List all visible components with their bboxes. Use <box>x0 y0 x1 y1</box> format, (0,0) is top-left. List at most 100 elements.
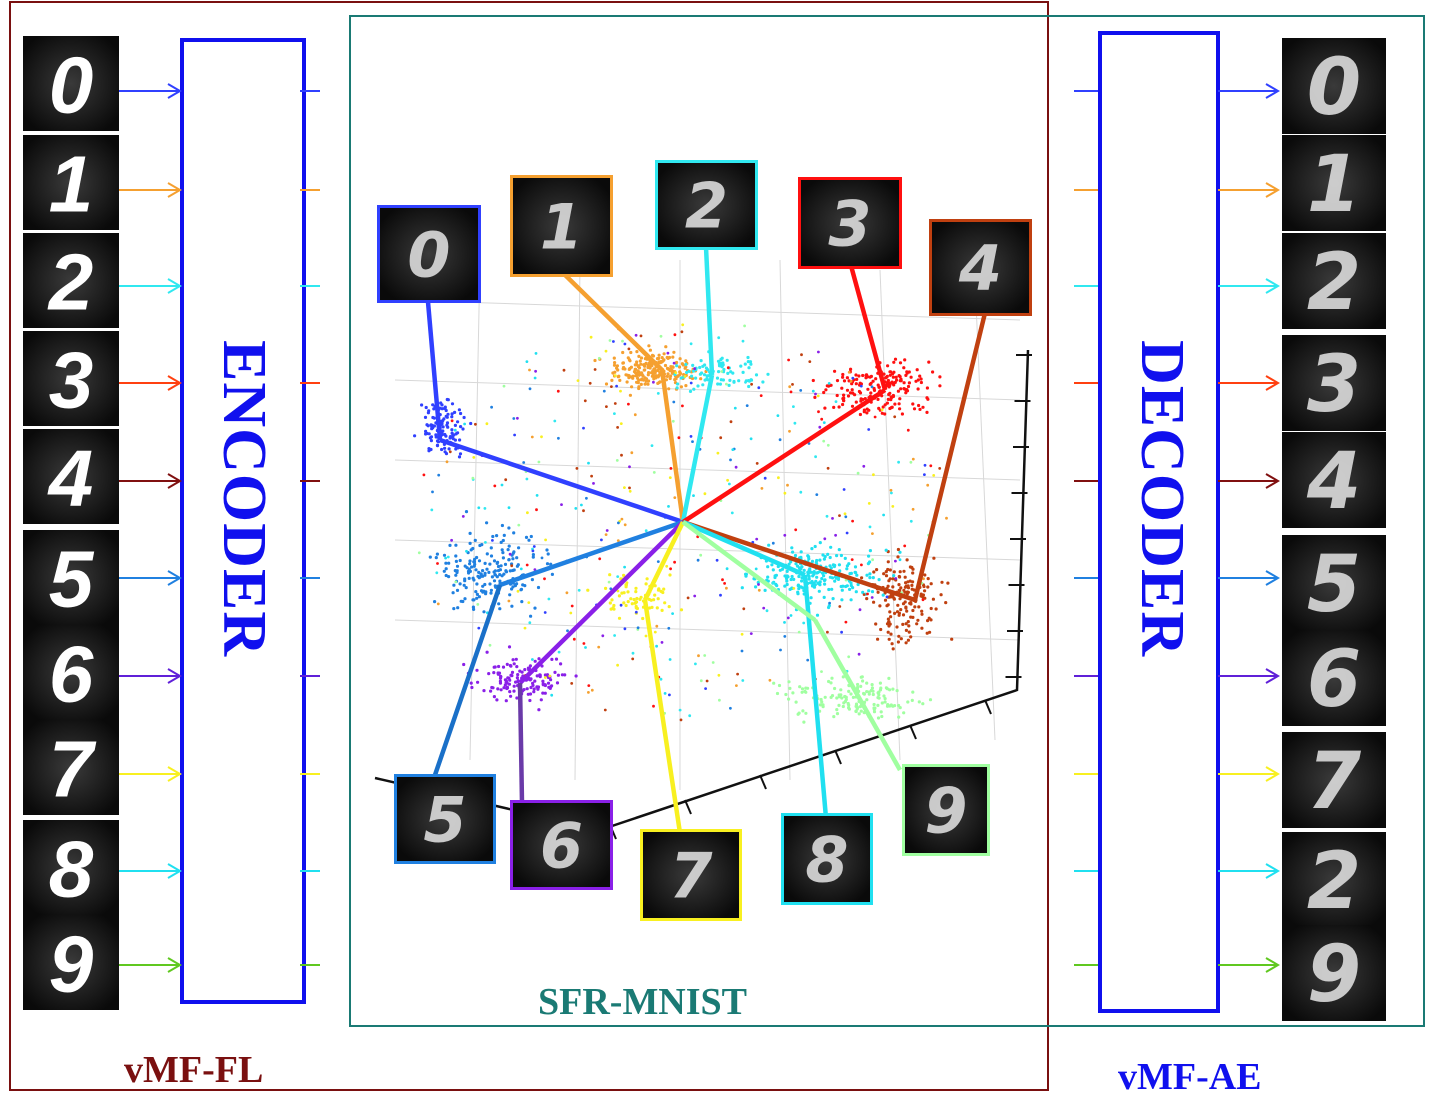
scatter-point-1 <box>627 376 631 380</box>
scatter-point-sparse <box>783 533 787 537</box>
input-digit-3-glyph: 3 <box>49 335 94 424</box>
scatter-point-4 <box>896 603 900 607</box>
scatter-point-sparse <box>665 564 669 568</box>
scatter-point-8 <box>841 584 845 588</box>
scatter-point-8 <box>792 577 796 582</box>
scatter-point-3 <box>862 408 867 412</box>
scatter-point-9 <box>806 686 810 690</box>
scatter-point-6 <box>560 673 565 677</box>
scatter-point-8 <box>798 585 802 589</box>
scatter-point-sparse <box>757 588 761 592</box>
scatter-point-7 <box>634 604 638 609</box>
scatter-point-9 <box>859 684 863 689</box>
scatter-point-6 <box>529 685 533 690</box>
scatter-point-9 <box>876 691 880 695</box>
scatter-point-3 <box>902 366 906 370</box>
scatter-point-6 <box>541 679 545 683</box>
scatter-point-5 <box>498 568 502 572</box>
scatter-point-0 <box>434 433 438 437</box>
scatter-point-5 <box>511 585 515 589</box>
scatter-point-7 <box>638 597 642 602</box>
scatter-point-2 <box>761 380 765 384</box>
scatter-point-sparse <box>668 476 672 479</box>
scatter-point-sparse <box>590 474 593 478</box>
scatter-point-sparse <box>755 462 759 465</box>
scatter-point-9 <box>910 698 914 703</box>
scatter-point-sparse <box>799 389 803 392</box>
scatter-point-6 <box>549 678 553 682</box>
class-thumbnail-0-bg <box>380 208 478 300</box>
scatter-point-8 <box>855 573 859 577</box>
scatter-point-6 <box>514 657 518 661</box>
scatter-point-sparse <box>572 637 576 641</box>
scatter-point-sparse <box>787 358 790 362</box>
scatter-point-sparse <box>897 460 900 464</box>
scatter-point-3 <box>898 397 902 401</box>
scatter-point-8 <box>800 579 804 583</box>
scatter-point-8 <box>867 589 871 593</box>
scatter-point-sparse <box>765 609 769 613</box>
input-digit-6: 6 <box>23 625 119 720</box>
scatter-point-9 <box>847 703 851 707</box>
scatter-point-sparse <box>553 419 557 423</box>
scatter-point-sparse <box>811 389 815 393</box>
scatter-point-sparse <box>673 560 676 564</box>
scatter-point-sparse <box>820 417 824 421</box>
scatter-point-1 <box>635 360 639 364</box>
scatter-point-sparse <box>659 360 663 363</box>
scatter-point-0 <box>442 417 446 421</box>
scatter-point-5 <box>489 546 493 550</box>
scatter-point-3 <box>898 361 903 365</box>
scatter-point-1 <box>612 356 616 360</box>
scatter-point-4 <box>939 593 943 597</box>
scatter-point-6 <box>536 685 541 689</box>
scatter-point-5 <box>490 575 494 579</box>
scatter-point-sparse <box>500 483 504 487</box>
scatter-point-1 <box>624 373 628 377</box>
scatter-point-sparse <box>873 415 877 419</box>
scatter-point-9 <box>878 681 883 685</box>
input-arrow-8-head <box>167 863 182 879</box>
scatter-point-3 <box>916 378 920 382</box>
scatter-point-sparse <box>516 589 520 593</box>
scatter-point-5 <box>458 558 462 563</box>
scatter-point-1 <box>663 363 668 368</box>
scatter-point-sparse <box>909 460 913 464</box>
scatter-point-2 <box>725 358 729 362</box>
scatter-point-3 <box>846 394 851 398</box>
scatter-point-7 <box>662 587 666 591</box>
scatter-point-7 <box>668 573 672 577</box>
scatter-point-4 <box>904 584 908 588</box>
scatter-point-1 <box>678 357 682 361</box>
scatter-point-8 <box>839 553 844 558</box>
scatter-point-5 <box>454 573 458 577</box>
scatter-point-5 <box>485 552 489 556</box>
scatter-point-sparse <box>736 672 739 676</box>
scatter-point-sparse <box>885 595 889 599</box>
scatter-point-4 <box>887 620 891 624</box>
scatter-point-8 <box>851 586 855 590</box>
scatter-point-7 <box>617 594 622 598</box>
scatter-point-5 <box>475 582 479 586</box>
scatter-point-8 <box>818 570 822 574</box>
scatter-point-sparse <box>616 589 620 593</box>
scatter-point-4 <box>920 612 924 616</box>
scatter-point-4 <box>904 628 909 633</box>
scatter-point-sparse <box>693 367 697 371</box>
scatter-point-4 <box>934 607 938 611</box>
scatter-point-3 <box>907 381 912 385</box>
scatter-point-2 <box>754 373 759 377</box>
scatter-point-4 <box>895 625 899 629</box>
reconstructed-digit-6-bg <box>1282 630 1386 726</box>
scatter-point-2 <box>747 379 752 383</box>
scatter-point-0 <box>450 412 454 416</box>
scatter-point-9 <box>870 683 874 687</box>
scatter-point-6 <box>514 680 518 684</box>
scatter-point-sparse <box>628 465 631 469</box>
scatter-point-sparse <box>822 439 826 443</box>
scatter-point-3 <box>891 382 895 386</box>
scatter-point-9 <box>797 711 801 715</box>
scatter-point-1 <box>616 368 620 372</box>
scatter-point-3 <box>813 395 817 399</box>
scatter-point-sparse <box>911 507 915 511</box>
